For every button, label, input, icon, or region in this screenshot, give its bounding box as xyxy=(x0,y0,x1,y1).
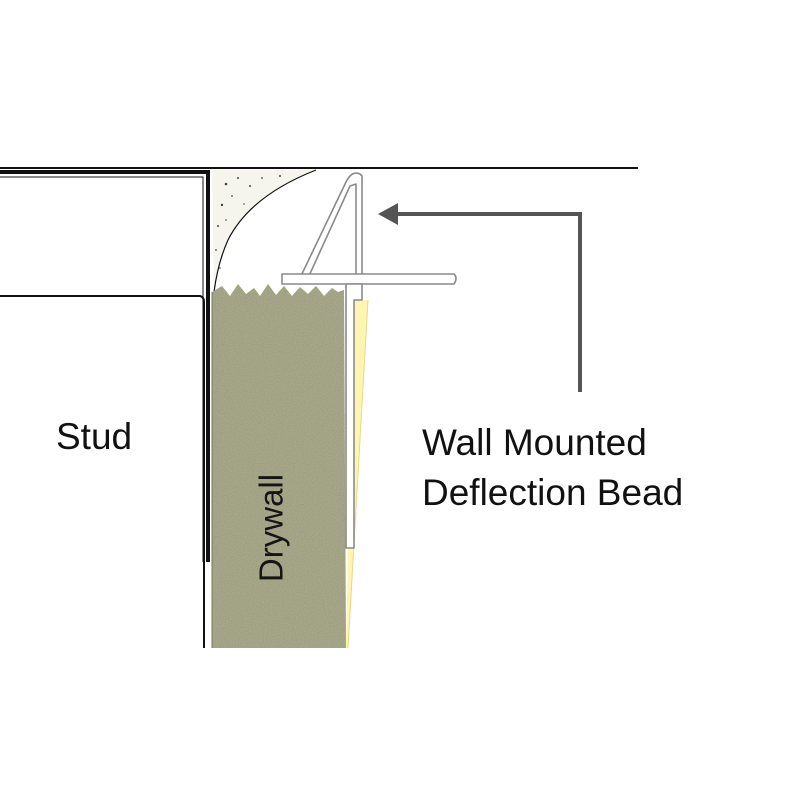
bead-face-edge xyxy=(347,299,369,649)
joint-compound-edge xyxy=(213,169,317,293)
deflection-bead-label: Wall Mounted Deflection Bead xyxy=(422,418,683,518)
deflection-bead-profile xyxy=(281,172,457,549)
joint-compound xyxy=(212,170,316,292)
arrow-head xyxy=(378,203,398,225)
deflection-bead-label-line2: Deflection Bead xyxy=(422,472,684,513)
drywall-board xyxy=(212,284,346,648)
arrow-line xyxy=(398,212,582,392)
joint-compound-speckles xyxy=(215,175,281,269)
stud xyxy=(0,295,205,648)
drywall-label: Drywall xyxy=(252,473,290,583)
top-track xyxy=(0,170,210,562)
deflection-bead-label-line1: Wall Mounted xyxy=(422,422,647,463)
stud-label: Stud xyxy=(56,416,133,457)
top-track-inner xyxy=(0,176,204,562)
